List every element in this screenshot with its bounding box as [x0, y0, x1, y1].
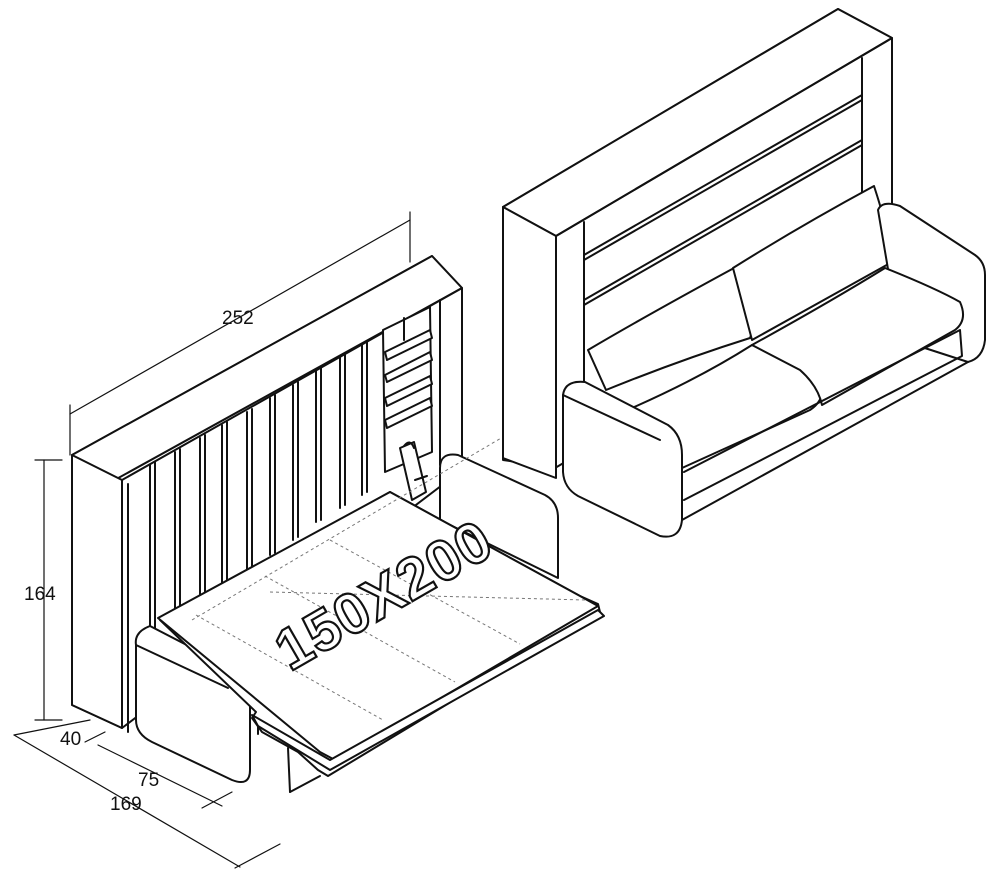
closed-sofa-unit: [502, 8, 986, 538]
height-dimension: 164: [24, 584, 56, 605]
bed-mattress: [157, 423, 605, 793]
width-dimension: 252: [222, 308, 254, 329]
cabinet-left-side-closed: [502, 206, 557, 479]
depth-closed-dimension: 40: [60, 729, 81, 750]
dimension-lines: [13, 211, 411, 869]
cabinet-left-side: [71, 454, 123, 729]
bed-extension-dimension: 75: [138, 770, 159, 791]
headboard-panels: [149, 340, 368, 633]
lift-mechanism-icon: [399, 441, 427, 501]
shelf-unit: [382, 299, 441, 501]
depth-open-dimension: 169: [110, 794, 142, 815]
seat-cushion-right: [751, 267, 965, 406]
right-sofa-arm: [439, 453, 559, 579]
depth-dimension-line: [13, 734, 241, 868]
width-dimension-line: [69, 219, 411, 415]
open-bed-unit: 150X200 252 164 40 75 169: [13, 211, 605, 869]
